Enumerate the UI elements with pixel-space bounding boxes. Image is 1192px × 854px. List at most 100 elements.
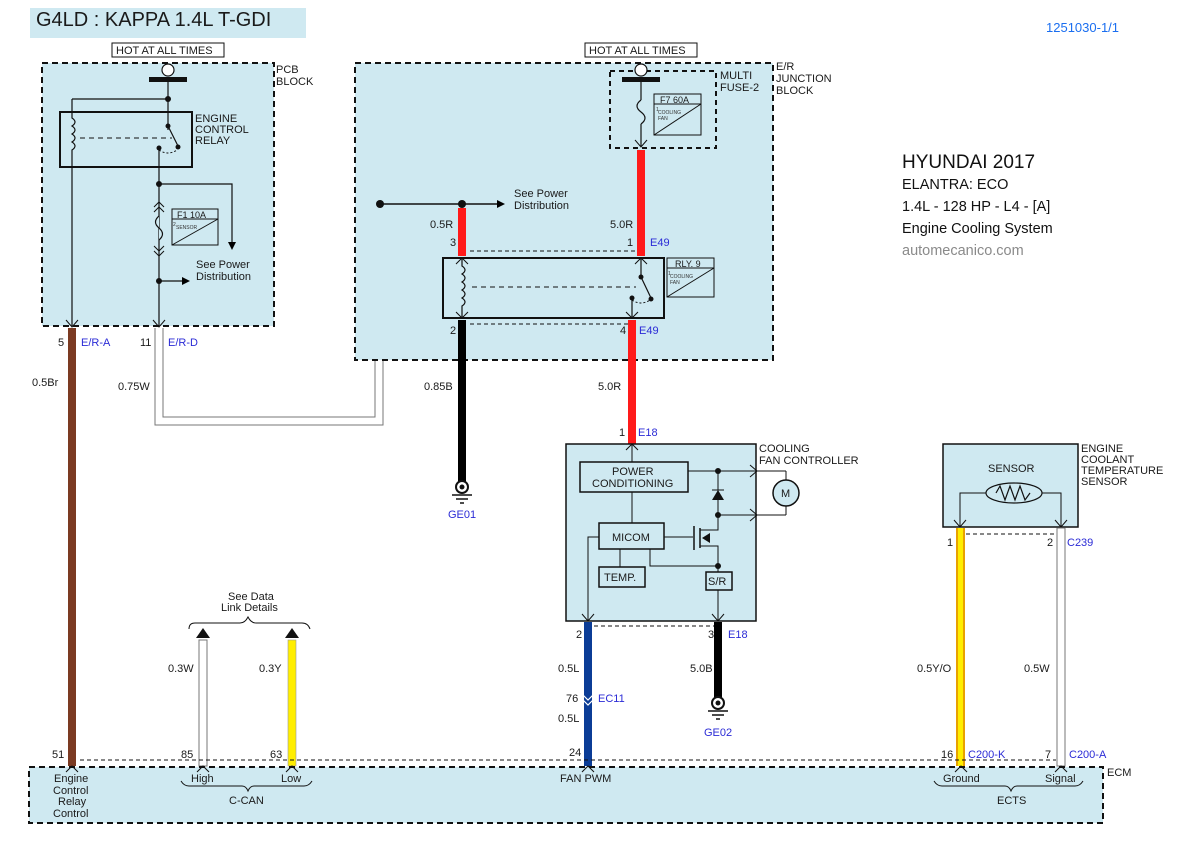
wire-label-05l-upper: 0.5L [558,663,579,675]
svg-text:MULTI: MULTI [720,70,752,82]
svg-text:BLOCK: BLOCK [776,85,814,97]
svg-text:COOLANT: COOLANT [1081,454,1134,466]
wire-can-high [198,639,208,767]
svg-text:CONTROL: CONTROL [195,124,249,136]
wire-brown [68,328,76,766]
svg-text:SENSOR: SENSOR [176,225,198,231]
rly9-label: RLY. 9 [675,259,701,269]
conn-e18-bottom: E18 [728,629,748,641]
svg-text:FUSE-2: FUSE-2 [720,82,759,94]
motor-icon [772,479,800,507]
vehicle-system: Engine Cooling System [902,221,1053,237]
fuse-f1: F1 10A 2 SENSOR See Power Distribution [153,148,251,326]
svg-text:2: 2 [1047,537,1053,549]
hot-at-all-times-right: HOT AT ALL TIMES [584,42,698,58]
svg-text:2: 2 [450,325,456,337]
ecm-pin-51: 51 [52,749,64,761]
conn-ec11: EC11 [598,693,625,705]
ecr-label: ENGINE [195,113,237,125]
wire-label-03w: 0.3W [168,663,194,675]
ecm-label-fan-pwm: FAN PWM [560,773,611,785]
svg-text:Distribution: Distribution [196,271,251,283]
svg-text:1: 1 [619,427,625,439]
svg-text:1: 1 [668,271,671,277]
svg-text:76: 76 [566,693,578,705]
ecm-label-low: Low [281,773,301,785]
ecm-label: ECM [1107,767,1131,779]
conn-e18-top: E18 [638,427,658,439]
engine-title: G4LD : KAPPA 1.4L T-GDI [36,9,272,31]
svg-text:Distribution: Distribution [514,200,569,212]
ecm-pin-85: 85 [181,749,193,761]
svg-text:E/R: E/R [776,61,794,73]
er-junction-block: E/R JUNCTION BLOCK [354,61,832,361]
wire-label-05l-lower: 0.5L [558,713,579,725]
svg-text:Control: Control [53,785,88,797]
svg-text:M: M [781,488,790,500]
svg-text:HOT AT ALL TIMES: HOT AT ALL TIMES [589,45,686,57]
pcb-block: PCB BLOCK [41,62,314,327]
svg-text:TEMP.: TEMP. [604,572,636,584]
vehicle-engine: 1.4L - 128 HP - L4 - [A] [902,199,1051,215]
temp-block [598,566,646,588]
svg-text:1: 1 [947,537,953,549]
svg-text:FAN: FAN [658,116,668,122]
ecm-pin-63: 63 [270,749,282,761]
cooling-fan-controller: COOLING FAN CONTROLLER POWER CONDITIONIN… [565,443,859,622]
svg-text:Relay: Relay [58,796,87,808]
see-data-link: See Data [228,591,275,603]
wire-red-upper [637,150,645,256]
svg-text:BLOCK: BLOCK [276,76,314,88]
svg-text:Control: Control [53,808,88,820]
ground-ge02-icon [708,696,728,720]
ecm-pin-16: 16 [941,749,953,761]
source-watermark: automecanico.com [902,243,1024,259]
conn-er-d: E/R-D [168,337,198,349]
conn-e49-bottom: E49 [639,325,659,337]
ecm-label-high: High [191,773,214,785]
micom-block [598,522,665,550]
svg-text:COOLING: COOLING [670,274,693,280]
see-power-dist-right: See Power [514,188,568,200]
svg-text:HOT AT ALL TIMES: HOT AT ALL TIMES [116,45,213,57]
vehicle-model: ELANTRA: ECO [902,177,1009,193]
svg-text:4: 4 [620,325,626,337]
wire-white-signal [1056,527,1066,767]
wire-blue-fan-pwm [584,622,592,766]
svg-text:1: 1 [627,237,633,249]
svg-text:COOLING: COOLING [759,443,810,455]
see-power-dist-left: See Power [196,259,250,271]
wire-label-03y: 0.3Y [259,663,282,675]
wire-label-05yo: 0.5Y/O [917,663,952,675]
svg-text:CONDITIONING: CONDITIONING [592,478,673,490]
pin-5: 5 [58,337,64,349]
ecm-label-ground: Ground [943,773,980,785]
svg-text:FAN CONTROLLER: FAN CONTROLLER [759,455,859,467]
engine-coolant-temp-sensor: ENGINE COOLANT TEMPERATURE SENSOR SENSOR [942,443,1163,528]
wire-label-05w: 0.5W [1024,663,1050,675]
conn-c200-a: C200-A [1069,749,1107,761]
ground-ge01-icon [452,480,472,504]
ecm-group-ects: ECTS [997,795,1026,807]
svg-text:ENGINE: ENGINE [1081,443,1123,455]
f1-fuse-label: F1 10A [177,210,206,220]
power-terminal-left [72,63,187,130]
conn-e49-top: E49 [650,237,670,249]
svg-text:3: 3 [450,237,456,249]
ecm-module: ECM [28,766,1131,824]
vehicle-make-year: HYUNDAI 2017 [902,152,1036,173]
svg-text:2: 2 [173,222,176,228]
svg-text:POWER: POWER [612,466,654,478]
conn-c239: C239 [1067,537,1093,549]
wire-label-05r: 0.5R [430,219,453,231]
svg-text:FAN: FAN [670,280,680,286]
conn-c200-k: C200-K [968,749,1006,761]
svg-text:SENSOR: SENSOR [1081,476,1128,488]
ground-ge01-label: GE01 [448,509,476,521]
svg-text:JUNCTION: JUNCTION [776,73,832,85]
conn-er-a: E/R-A [81,337,111,349]
svg-text:RELAY: RELAY [195,135,231,147]
svg-text:SENSOR: SENSOR [988,463,1035,475]
ecm-group-can: C-CAN [229,795,264,807]
